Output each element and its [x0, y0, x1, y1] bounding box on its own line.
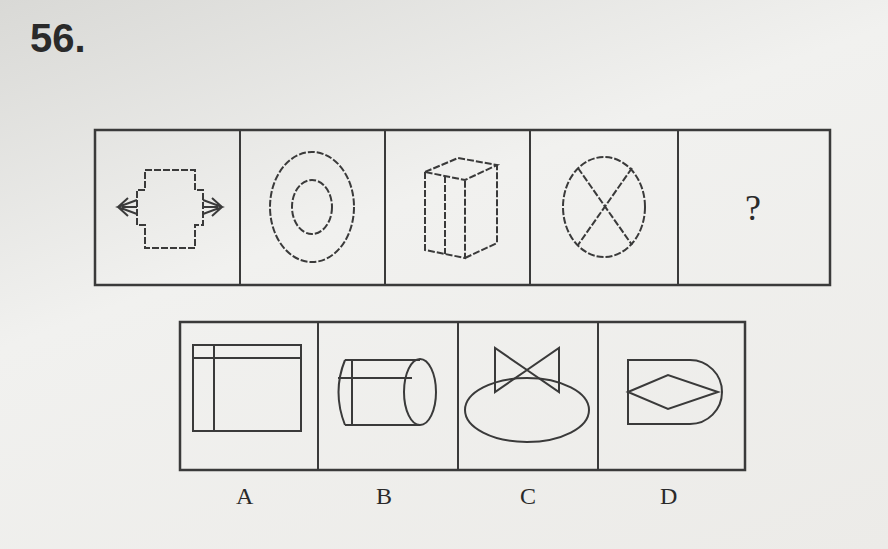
- option-letter: B: [376, 484, 392, 508]
- option-letter: C: [520, 484, 536, 508]
- option-letter: D: [660, 484, 677, 508]
- option-letter: A: [236, 484, 253, 508]
- question-number: 56.: [30, 18, 86, 58]
- question-mark: ?: [745, 190, 761, 226]
